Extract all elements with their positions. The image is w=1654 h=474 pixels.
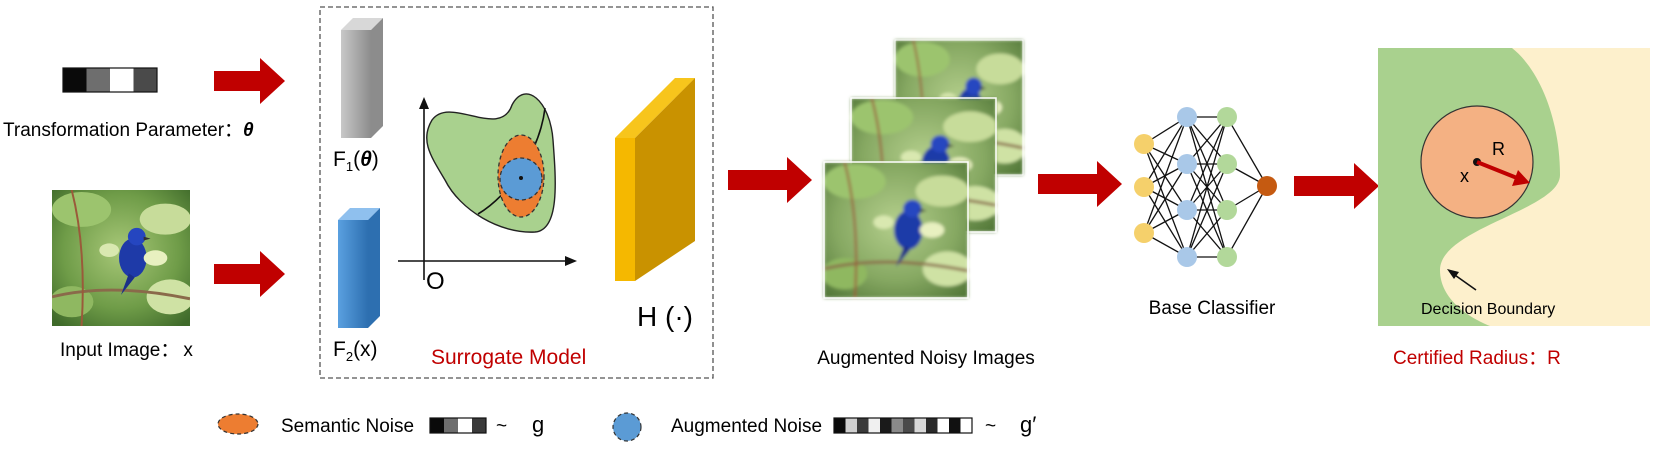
semantic-noise-strip [429, 417, 487, 434]
nn-edge [1186, 163, 1228, 258]
nn-edge [1143, 116, 1188, 234]
nn-node [1257, 176, 1277, 196]
nn-edge [1143, 163, 1188, 234]
noise-cell [472, 418, 486, 433]
noise-cell [458, 418, 472, 433]
parameter-strip [62, 67, 158, 93]
f1-label: F1(θ) [333, 148, 379, 174]
feature-block-f2 [338, 208, 380, 328]
nn-edge [1226, 185, 1268, 258]
semantic-tilde: ~ [496, 416, 507, 437]
noise-cell [960, 418, 972, 433]
augmented-image-stack [823, 39, 1024, 299]
input-image [52, 190, 190, 326]
noise-cell [63, 68, 87, 92]
strip-border [429, 417, 487, 434]
augmented-noise-strip [833, 417, 973, 434]
nn-edge [1186, 116, 1228, 165]
base-classifier-label: Base Classifier [1149, 298, 1276, 319]
noise-cell [949, 418, 961, 433]
noise-cell [880, 418, 892, 433]
right-arrow-icon [1294, 163, 1379, 209]
radius-label: R [1492, 139, 1505, 159]
noise-cell [430, 418, 444, 433]
nn-node [1134, 134, 1154, 154]
nn-node [1217, 154, 1237, 174]
augmented-tilde: ~ [985, 416, 996, 437]
legend: Semantic Noise ~ g Augmented Noise ~ g′ [217, 412, 1036, 442]
noise-cell [868, 418, 880, 433]
surrogate-model-title: Surrogate Model [431, 346, 586, 369]
decision-boundary-label: Decision Boundary [1421, 301, 1555, 318]
nn-node [1134, 177, 1154, 197]
nn-edge [1143, 143, 1188, 211]
semantic-noise-ellipse-icon [217, 413, 259, 435]
noise-cell [891, 418, 903, 433]
nn-edge [1186, 209, 1228, 258]
center-x-label: x [1460, 166, 1469, 186]
transformation-parameter-label: Transformation Parameter：θ [3, 120, 254, 141]
strip-border [62, 67, 158, 93]
right-arrow-icon [214, 251, 285, 297]
noise-cell [133, 68, 157, 92]
semantic-noise-label: Semantic Noise [281, 416, 414, 437]
semantic-region [426, 93, 556, 233]
noise-cell [903, 418, 915, 433]
surrogate-model-box [319, 6, 714, 379]
nn-edge [1226, 116, 1268, 187]
h-label: H (·) [637, 301, 693, 332]
nn-node [1177, 247, 1197, 267]
nn-node [1177, 107, 1197, 127]
augmented-noisy-images-label: Augmented Noisy Images [817, 348, 1035, 369]
right-arrow-icon [728, 157, 812, 203]
noise-cell [444, 418, 458, 433]
nn-node [1217, 247, 1237, 267]
nn-node [1134, 223, 1154, 243]
noise-cell [857, 418, 869, 433]
augmented-distribution-label: g′ [1020, 412, 1036, 437]
f2-label: F2(x) [333, 338, 378, 364]
nn-node [1177, 200, 1197, 220]
semantic-distribution-label: g [532, 412, 544, 437]
certified-radius-title: Certified Radius：R [1393, 348, 1561, 369]
nn-edge [1186, 116, 1228, 258]
nn-edge [1143, 143, 1188, 258]
right-arrow-icon [1038, 161, 1122, 207]
right-arrow-icon [214, 58, 285, 104]
nn-node [1177, 154, 1197, 174]
noise-cell [926, 418, 938, 433]
input-image-label: Input Image：x [60, 340, 193, 361]
noise-cell [86, 68, 110, 92]
origin-label: O [426, 268, 445, 295]
augmented-noise-circle-icon [612, 412, 642, 442]
nn-node [1217, 200, 1237, 220]
augmented-noise-label: Augmented Noise [671, 416, 822, 437]
noise-cell [845, 418, 857, 433]
noise-cell [937, 418, 949, 433]
certified-radius-panel [1378, 48, 1650, 326]
nn-node [1217, 107, 1237, 127]
strip-border [833, 417, 973, 434]
noise-cell [834, 418, 846, 433]
nn-edge [1143, 116, 1188, 188]
feature-block-f1 [341, 18, 383, 138]
neural-network-icon [1134, 107, 1277, 267]
nn-edge [1186, 116, 1228, 211]
coordinate-axes [398, 97, 577, 280]
feature-block-h [615, 78, 695, 281]
noise-cell [110, 68, 134, 92]
noise-cell [914, 418, 926, 433]
